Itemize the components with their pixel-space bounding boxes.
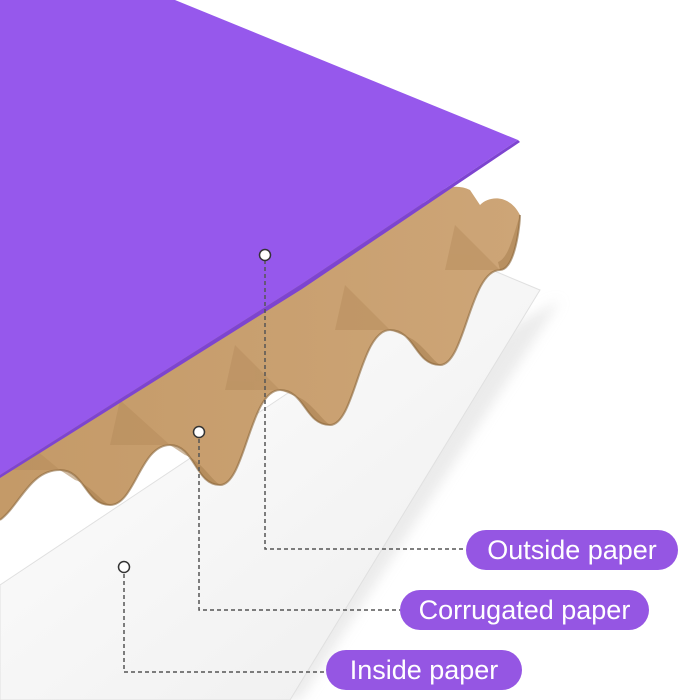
leader-line-corrugated — [198, 432, 400, 611]
corrugated-paper — [0, 186, 520, 520]
outside-paper-label: Outside paper — [466, 530, 678, 570]
corrugated-ridges — [0, 214, 521, 521]
corrugated-paper-marker — [192, 425, 206, 439]
inside-paper-marker — [117, 560, 131, 574]
outside-paper — [0, 0, 518, 475]
leader-line-outside — [264, 260, 466, 550]
outside-paper-edge — [0, 140, 520, 478]
inside-paper-label: Inside paper — [326, 650, 522, 690]
corrugated-paper-label: Corrugated paper — [400, 590, 649, 630]
leader-line-inside — [123, 567, 326, 673]
outside-paper-marker — [258, 248, 272, 262]
